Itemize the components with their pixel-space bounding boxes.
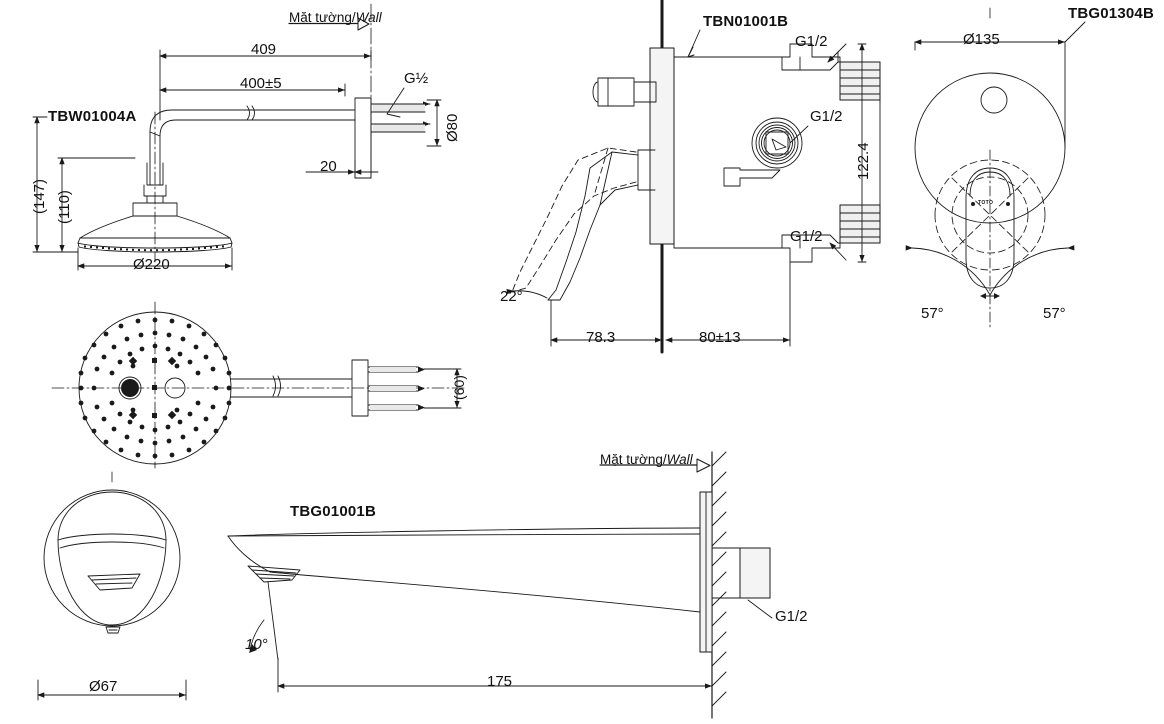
shower-head-bottom-view — [78, 311, 232, 465]
dim-label-78-3: 78.3 — [586, 329, 616, 346]
valve-handle — [547, 149, 656, 301]
dim-label-147: (147) — [31, 178, 48, 214]
spout-front-view — [43, 489, 181, 634]
spout-body — [227, 527, 701, 613]
leader-g12-spout — [747, 599, 773, 619]
dim-dia135 — [914, 39, 1066, 149]
dim-label-400: 400±5 — [240, 75, 282, 92]
dim-409 — [159, 49, 372, 121]
valve-diverter-stem — [592, 77, 657, 107]
shower-wall-flange — [354, 97, 372, 179]
trim-brand-dots — [971, 202, 1010, 206]
spout-escutcheon — [699, 491, 713, 653]
leader-g-half-shower — [386, 87, 405, 118]
trim-rotation-arcs — [934, 159, 1046, 271]
valve-escutcheon — [649, 47, 675, 245]
valve-top-port — [839, 61, 881, 101]
part-label-tbg01001b: TBG01001B — [290, 503, 377, 520]
dim-110 — [57, 157, 136, 253]
valve-handle-rotated — [511, 147, 637, 293]
valve-body — [673, 43, 881, 263]
spout-g12-nipple — [711, 547, 771, 599]
nozzle-dots — [78, 317, 232, 459]
nozzle-band — [84, 245, 224, 252]
valve-centre-port — [751, 117, 803, 169]
dim-147 — [32, 116, 79, 253]
dim-20 — [305, 159, 379, 179]
dim-label-dia67: Ø67 — [89, 678, 118, 695]
leader-tbn01001b — [687, 29, 701, 58]
wall-note-leader-spout — [599, 458, 711, 473]
dim-400 — [159, 83, 346, 97]
dim-label-409: 409 — [251, 41, 277, 58]
shower-thread-nipples — [370, 101, 431, 133]
angle-10deg — [249, 581, 279, 661]
dim-label-20: 20 — [320, 158, 337, 175]
trim-round-plate — [914, 72, 1066, 224]
dim-60 — [423, 368, 462, 409]
dim-label-g12-spout: G1/2 — [775, 608, 808, 625]
dim-dia67 — [37, 679, 187, 701]
dim-label-110: (110) — [56, 190, 73, 224]
shower-head-body — [77, 162, 233, 253]
valve-bottom-port — [839, 204, 881, 244]
dim-label-80pm13: 80±13 — [699, 329, 741, 346]
port-label-g12-top: G1/2 — [795, 33, 828, 50]
port-label-g12-mid: G1/2 — [810, 108, 843, 125]
dim-label-57deg-left: 57° — [921, 305, 944, 322]
dim-label-dia80: Ø80 — [444, 113, 461, 142]
dim-label-dia135: Ø135 — [963, 31, 1000, 48]
dim-80pm13 — [665, 261, 791, 347]
dim-175 — [277, 657, 713, 693]
part-label-tbg01304b: TBG01304B — [1068, 5, 1155, 22]
dim-label-60: (60) — [451, 375, 467, 400]
part-label-tbw01004a: TBW01004A — [48, 108, 137, 125]
arcs-57deg — [905, 245, 1075, 299]
dim-label-dia220: Ø220 — [133, 256, 170, 273]
spout-wall — [711, 451, 727, 719]
port-label-g12-bottom: G1/2 — [790, 228, 823, 245]
leader-tbg01304b — [1064, 21, 1086, 43]
wall-note-leader-shower — [288, 17, 370, 31]
dim-label-22deg: 22° — [500, 288, 523, 305]
dim-122-4 — [857, 43, 867, 263]
arc-22deg — [506, 288, 548, 299]
shower-head-bottom-centerlines — [51, 301, 466, 469]
dim-78-3 — [550, 299, 663, 347]
dim-label-g-half: G½ — [404, 70, 429, 87]
dim-label-122-4: 122.4 — [855, 142, 872, 180]
dim-dia80 — [426, 99, 442, 147]
dim-dia220 — [77, 247, 233, 271]
toto-brand-mark: TOTO — [978, 200, 994, 206]
shower-arm-bottom-view — [230, 359, 425, 417]
wall-note-shower: Mặt tường/Wall — [289, 10, 382, 25]
dim-label-10deg: 10° — [245, 636, 268, 653]
dim-label-175: 175 — [487, 673, 513, 690]
trim-handle-lever — [965, 167, 1015, 289]
dim-label-57deg-right: 57° — [1043, 305, 1066, 322]
part-label-tbn01001b: TBN01001B — [703, 13, 789, 30]
wall-note-spout: Mặt tường/Wall — [600, 452, 693, 467]
leaders-g12-valve — [789, 43, 847, 261]
